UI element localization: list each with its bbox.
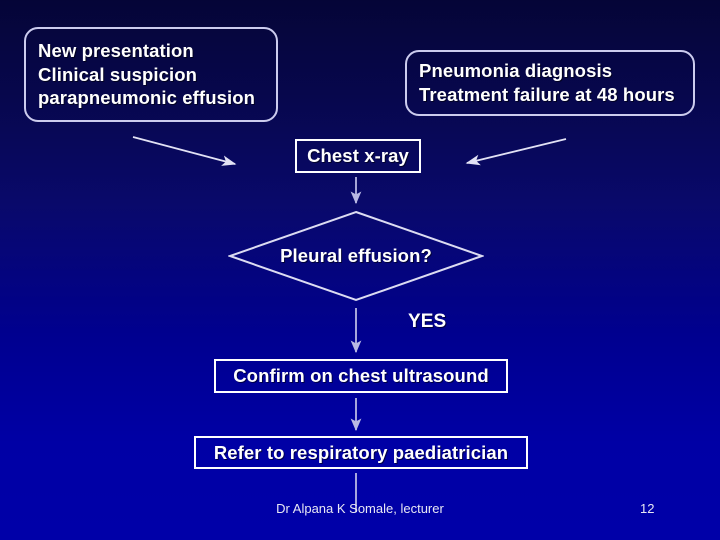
node-refer-paediatrician-label: Refer to respiratory paediatrician [213, 441, 509, 463]
node-pneumonia-diagnosis[interactable]: Pneumonia diagnosis Treatment failure at… [405, 50, 695, 116]
node-pleural-effusion-label: Pleural effusion? [280, 245, 432, 267]
node-refer-paediatrician[interactable]: Refer to respiratory paediatrician [194, 436, 528, 469]
node-confirm-ultrasound-label: Confirm on chest ultrasound [233, 365, 489, 387]
node-chest-xray[interactable]: Chest x-ray [295, 139, 421, 173]
node-new-presentation-label: New presentation Clinical suspicion para… [38, 39, 256, 109]
footer-page-number: 12 [640, 501, 655, 516]
diamond-outline-icon [228, 210, 484, 302]
edge-label-yes: YES [408, 311, 447, 332]
node-pneumonia-diagnosis-label: Pneumonia diagnosis Treatment failure at… [419, 60, 675, 105]
footer-author-text: Dr Alpana K Somale, lecturer [276, 501, 444, 516]
edge-pneumonia-to-chest-xray [465, 138, 567, 166]
node-confirm-ultrasound[interactable]: Confirm on chest ultrasound [214, 359, 508, 393]
node-pleural-effusion[interactable]: Pleural effusion? [228, 210, 484, 302]
node-new-presentation[interactable]: New presentation Clinical suspicion para… [24, 27, 278, 122]
edge-new-presentation-to-chest-xray [132, 136, 237, 166]
node-chest-xray-label: Chest x-ray [307, 145, 409, 167]
